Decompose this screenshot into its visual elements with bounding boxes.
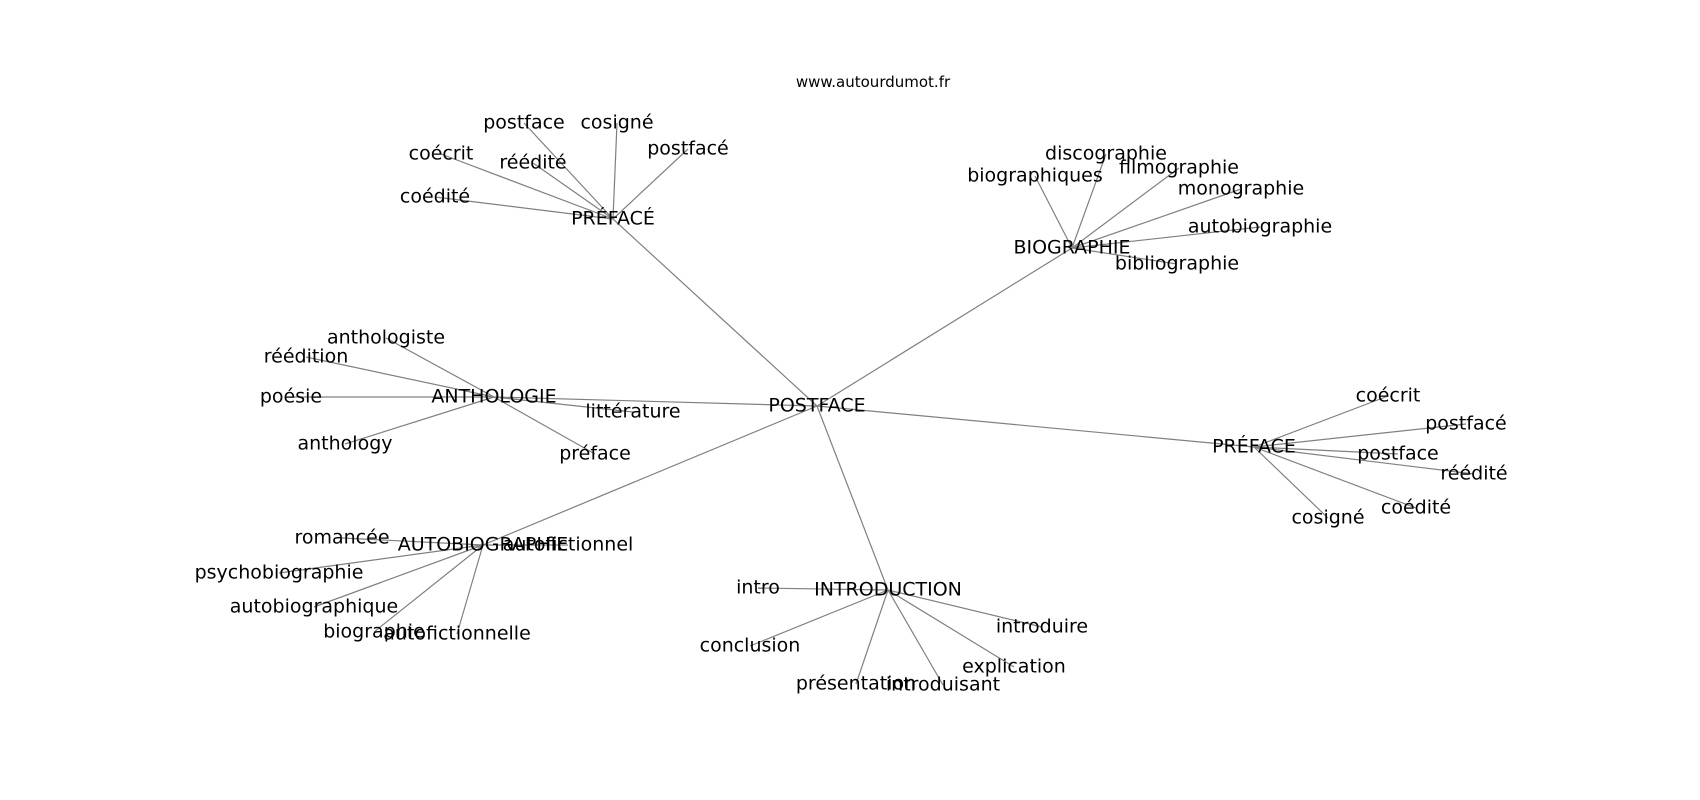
edge-anthologie-3 xyxy=(344,396,495,445)
leaf-node-anthologie-0[interactable]: anthologiste xyxy=(327,327,445,349)
leaf-node-anthologie-2[interactable]: poésie xyxy=(260,386,322,408)
leaf-node-prefacé-3[interactable]: coécrit xyxy=(409,143,474,165)
edge-biographie-0 xyxy=(1071,153,1107,249)
root-node-label[interactable]: POSTFACE xyxy=(768,395,865,417)
leaf-node-prefacé-4[interactable]: réédité xyxy=(499,152,566,174)
leaf-node-anthologie-4[interactable]: littérature xyxy=(585,401,680,423)
edge-preface-1 xyxy=(1253,423,1467,448)
leaf-node-anthologie-3[interactable]: anthology xyxy=(297,433,392,455)
edge-autobiographie-1 xyxy=(278,544,484,574)
edge-biographie-1 xyxy=(1034,175,1073,249)
edge-preface-3 xyxy=(1253,446,1475,475)
cluster-node-introduction[interactable]: INTRODUCTION xyxy=(814,579,962,601)
leaf-node-introduction-0[interactable]: intro xyxy=(736,577,780,599)
edge-anthologie-4 xyxy=(493,396,634,413)
leaf-node-introduction-3[interactable]: introduisant xyxy=(886,674,1000,696)
edge-autobiographie-2 xyxy=(313,544,484,608)
leaf-node-preface-0[interactable]: coécrit xyxy=(1356,385,1421,407)
edge-root-biographie xyxy=(816,247,1073,407)
edge-prefacé-2 xyxy=(612,148,689,220)
edge-biographie-5 xyxy=(1071,247,1178,265)
edge-anthologie-0 xyxy=(385,337,495,398)
leaf-node-biographie-4[interactable]: autobiographie xyxy=(1188,216,1332,238)
edge-prefacé-1 xyxy=(612,122,618,220)
edge-autobiographie-0 xyxy=(341,537,484,546)
leaf-node-autobiographie-4[interactable]: autofictionnelle xyxy=(383,623,531,645)
edge-introduction-1 xyxy=(749,589,889,647)
edge-introduction-3 xyxy=(887,589,944,686)
leaf-node-prefacé-0[interactable]: postface xyxy=(483,112,565,134)
leaf-node-prefacé-5[interactable]: coédité xyxy=(400,186,470,208)
leaf-node-introduction-1[interactable]: conclusion xyxy=(700,635,801,657)
graph-labels: www.autourdumot.fr POSTFACE PRÉFACÉ postfa… xyxy=(195,73,1508,696)
edge-anthologie-1 xyxy=(305,356,495,398)
leaf-node-preface-2[interactable]: postface xyxy=(1357,443,1439,465)
leaf-node-biographie-3[interactable]: monographie xyxy=(1178,178,1304,200)
edge-prefacé-3 xyxy=(440,153,614,220)
leaf-node-prefacé-1[interactable]: cosigné xyxy=(580,112,653,134)
leaf-node-preface-1[interactable]: postfacé xyxy=(1425,413,1507,435)
leaf-node-preface-4[interactable]: coédité xyxy=(1381,497,1451,519)
leaf-node-biographie-5[interactable]: bibliographie xyxy=(1115,253,1239,275)
leaf-node-prefacé-2[interactable]: postfacé xyxy=(647,138,729,160)
cluster-node-autobiographie[interactable]: AUTOBIOGRAPHIE xyxy=(398,534,569,556)
leaf-node-autobiographie-5[interactable]: autofictionnel xyxy=(503,534,634,556)
edge-introduction-5 xyxy=(887,589,1043,628)
leaf-node-biographie-2[interactable]: filmographie xyxy=(1119,157,1239,179)
edge-preface-5 xyxy=(1253,446,1329,519)
leaf-node-autobiographie-3[interactable]: biographie xyxy=(323,621,425,643)
edge-root-preface xyxy=(816,405,1255,448)
leaf-node-preface-5[interactable]: cosigné xyxy=(1291,507,1364,529)
leaf-node-autobiographie-0[interactable]: romancée xyxy=(294,527,389,549)
leaf-node-introduction-2[interactable]: présentation xyxy=(796,673,916,695)
leaf-node-anthologie-5[interactable]: préface xyxy=(559,443,631,465)
leaf-node-anthologie-1[interactable]: réédition xyxy=(264,346,349,368)
edge-preface-2 xyxy=(1253,446,1399,455)
cluster-node-prefacé[interactable]: PRÉFACÉ xyxy=(571,207,655,230)
edge-prefacé-5 xyxy=(434,196,614,220)
leaf-node-introduction-5[interactable]: introduire xyxy=(996,616,1088,638)
leaf-node-preface-3[interactable]: réédité xyxy=(1440,463,1507,485)
leaf-node-autobiographie-2[interactable]: autobiographique xyxy=(230,596,398,618)
cluster-node-anthologie[interactable]: ANTHOLOGIE xyxy=(431,386,556,408)
edge-root-prefacé xyxy=(612,218,818,407)
edge-biographie-3 xyxy=(1071,188,1242,249)
leaf-node-biographie-0[interactable]: discographie xyxy=(1045,143,1167,165)
graph-edges xyxy=(278,122,1475,686)
edge-introduction-2 xyxy=(855,589,889,685)
leaf-node-biographie-1[interactable]: biographiques xyxy=(967,165,1103,187)
edge-introduction-0 xyxy=(757,587,889,591)
edge-root-autobiographie xyxy=(482,405,818,546)
edge-introduction-4 xyxy=(887,589,1015,668)
edge-prefacé-4 xyxy=(532,162,614,220)
cluster-node-preface[interactable]: PRÉFACE xyxy=(1212,435,1296,458)
leaf-node-introduction-4[interactable]: explication xyxy=(962,656,1066,678)
leaf-node-autobiographie-1[interactable]: psychobiographie xyxy=(195,562,364,584)
edge-preface-0 xyxy=(1253,395,1389,448)
edge-autobiographie-4 xyxy=(456,544,484,635)
edge-autobiographie-3 xyxy=(373,544,484,633)
edge-root-anthologie xyxy=(493,396,818,407)
edge-biographie-2 xyxy=(1071,167,1180,249)
edge-biographie-4 xyxy=(1071,226,1261,249)
edge-anthologie-5 xyxy=(493,396,596,455)
cluster-node-biographie[interactable]: BIOGRAPHIE xyxy=(1013,237,1130,259)
edge-preface-4 xyxy=(1253,446,1417,509)
edge-root-introduction xyxy=(816,405,889,591)
source-site-label: www.autourdumot.fr xyxy=(796,73,951,91)
edge-prefacé-0 xyxy=(523,122,614,220)
